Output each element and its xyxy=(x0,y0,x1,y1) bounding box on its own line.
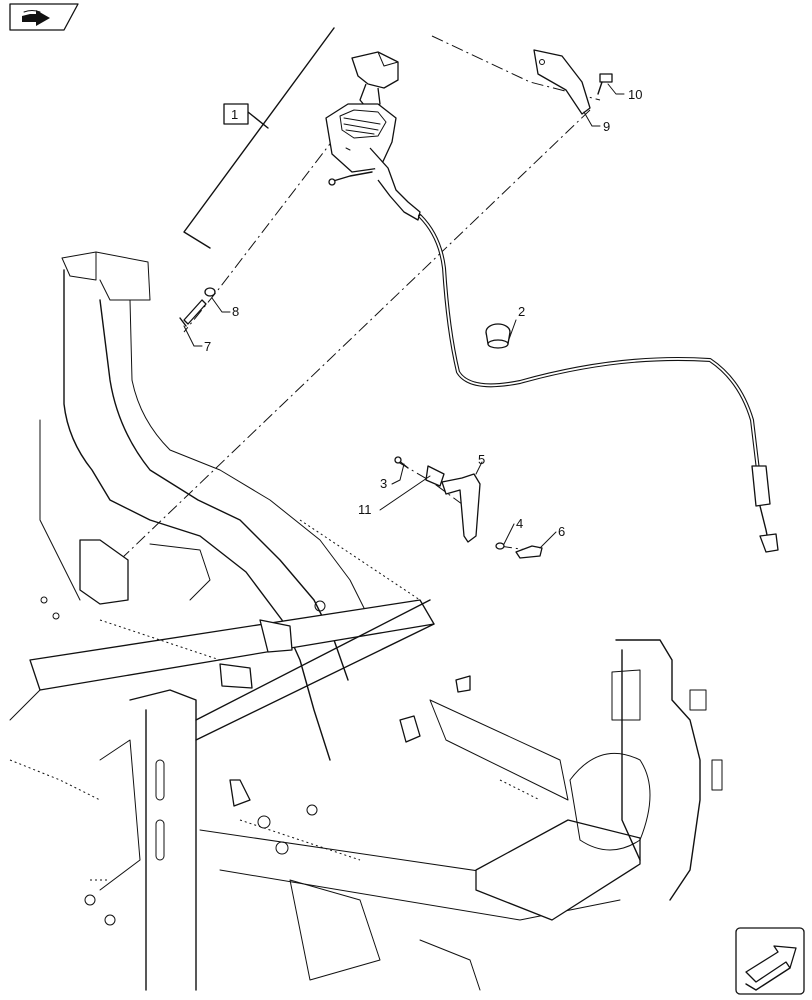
callout-10: 10 xyxy=(628,87,642,102)
callout-3: 3 xyxy=(380,476,387,491)
grommet xyxy=(485,323,511,349)
bolt-and-nut xyxy=(179,287,216,327)
callout-8: 8 xyxy=(232,304,239,319)
control-cable xyxy=(418,214,779,553)
tractor-frame xyxy=(9,251,723,991)
callout-labels: 1 2 3 4 5 6 7 8 9 10 11 xyxy=(204,87,642,539)
callout-1: 1 xyxy=(231,107,238,122)
callout-9: 9 xyxy=(603,119,610,134)
leader-lines xyxy=(183,83,625,549)
callout-2: 2 xyxy=(518,304,525,319)
assembly-bracket xyxy=(183,27,335,249)
control-lever-unit xyxy=(325,51,421,221)
callout-4: 4 xyxy=(516,516,523,531)
callout-5: 5 xyxy=(478,452,485,467)
callout-6: 6 xyxy=(558,524,565,539)
next-page-arrow-icon[interactable] xyxy=(735,927,805,995)
callout-7: 7 xyxy=(204,339,211,354)
cable-clamp-set xyxy=(394,456,543,559)
callout-11: 11 xyxy=(358,502,372,517)
book-arrow-icon[interactable] xyxy=(9,3,79,31)
mounting-bracket xyxy=(533,49,613,115)
